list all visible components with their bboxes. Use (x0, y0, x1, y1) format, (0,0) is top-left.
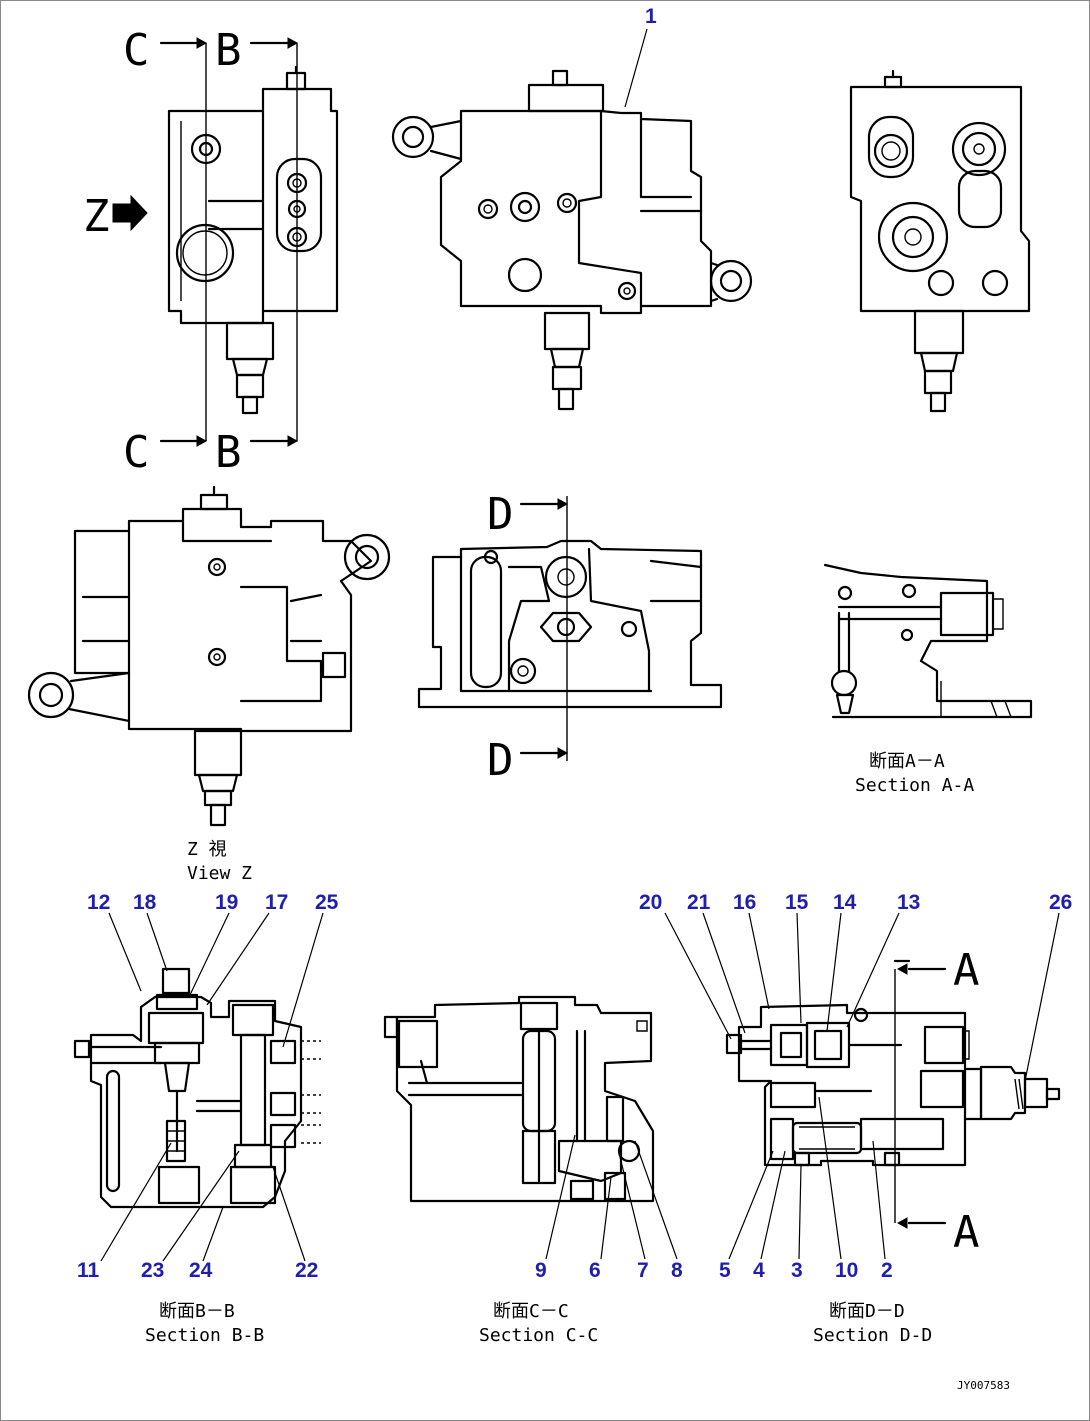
caption-section-bb-jp: 断面B－B (159, 1301, 235, 1322)
mark-d-top: D (487, 489, 514, 540)
section-b-b (73, 912, 324, 1262)
callout-20[interactable]: 20 (639, 891, 662, 914)
callout-13[interactable]: 13 (897, 891, 920, 914)
callout-19[interactable]: 19 (215, 891, 238, 914)
callout-25[interactable]: 25 (315, 891, 339, 914)
mark-z: Z (83, 191, 110, 242)
callout-11[interactable]: 11 (77, 1259, 100, 1282)
mark-d-bottom: D (487, 735, 514, 786)
caption-section-aa-jp: 断面A－A (869, 751, 945, 772)
section-a-a (823, 563, 1033, 719)
callout-6[interactable]: 6 (589, 1259, 601, 1282)
callout-5[interactable]: 5 (719, 1259, 731, 1282)
view-left-side (112, 43, 339, 441)
callout-15[interactable]: 15 (785, 891, 809, 914)
mark-c-bottom: C (123, 427, 150, 478)
view-d-cut: D D (417, 489, 723, 786)
callout-9[interactable]: 9 (535, 1259, 547, 1282)
callout-22[interactable]: 22 (295, 1259, 318, 1282)
section-marks-top: C B C B Z (83, 25, 299, 478)
caption-section-cc-en: Section C-C (479, 1325, 598, 1346)
caption-section-dd-en: Section D-D (813, 1325, 932, 1346)
mark-a-bottom: A (953, 1207, 980, 1258)
callout-18[interactable]: 18 (133, 891, 157, 914)
callout-10[interactable]: 10 (835, 1259, 858, 1282)
caption-section-bb-en: Section B-B (145, 1325, 264, 1346)
callout-21[interactable]: 21 (687, 891, 711, 914)
caption-section-dd-jp: 断面D－D (829, 1301, 905, 1322)
mark-a-top: A (953, 945, 980, 996)
callout-16[interactable]: 16 (733, 891, 756, 914)
callout-12[interactable]: 12 (87, 891, 110, 914)
callout-26[interactable]: 26 (1049, 891, 1072, 914)
callout-17[interactable]: 17 (265, 891, 288, 914)
section-d-d: A A (664, 912, 1061, 1260)
drawing-reference: JY007583 (957, 1379, 1010, 1392)
callout-24[interactable]: 24 (189, 1259, 213, 1282)
view-z (27, 485, 391, 827)
callout-1[interactable]: 1 (645, 5, 657, 28)
mark-b-bottom: B (215, 427, 242, 478)
caption-section-cc-jp: 断面C－C (493, 1301, 569, 1322)
callout-4[interactable]: 4 (753, 1259, 765, 1282)
callout-8[interactable]: 8 (671, 1259, 683, 1282)
callout-2[interactable]: 2 (881, 1259, 893, 1282)
caption-view-z-en: View Z (187, 863, 252, 884)
view-front (391, 28, 753, 411)
callout-14[interactable]: 14 (833, 891, 857, 914)
mark-c-top: C (123, 25, 150, 76)
mark-b-top: B (215, 25, 242, 76)
callout-numbers: 1 12 18 19 17 25 20 21 16 15 14 13 26 11… (77, 5, 1072, 1282)
view-right-side (849, 69, 1031, 413)
callout-23[interactable]: 23 (141, 1259, 164, 1282)
section-c-c (383, 995, 678, 1260)
captions: Z 視 View Z 断面A－A Section A-A 断面B－B Secti… (145, 751, 1010, 1392)
caption-view-z-jp: Z 視 (187, 839, 227, 860)
callout-3[interactable]: 3 (791, 1259, 803, 1282)
callout-7[interactable]: 7 (637, 1259, 649, 1282)
caption-section-aa-en: Section A-A (855, 775, 974, 796)
